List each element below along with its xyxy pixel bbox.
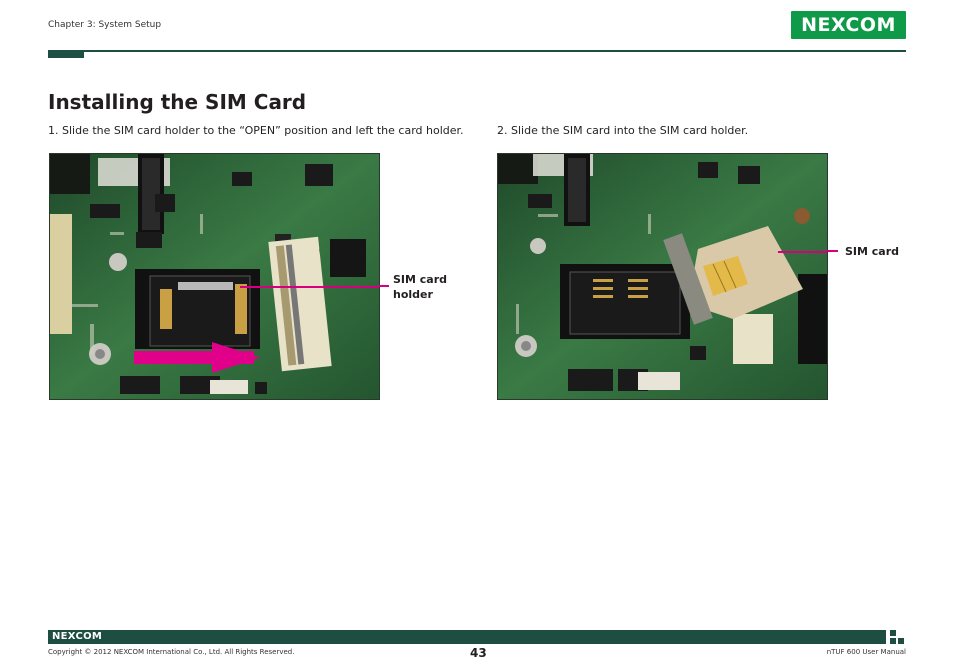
chapter-label: Chapter 3: System Setup xyxy=(48,20,162,30)
photo-1-illustration xyxy=(50,154,379,399)
page-number: 43 xyxy=(470,646,487,660)
footer-nexcom-logo: NEXCOM xyxy=(52,631,103,642)
step-2-text: 2. Slide the SIM card into the SIM card … xyxy=(497,124,749,137)
callout-line-sim xyxy=(826,250,838,252)
callout-holder-line1: SIM card xyxy=(393,273,448,286)
step-1-text: 1. Slide the SIM card holder to the “OPE… xyxy=(48,124,464,137)
arrow-right-icon xyxy=(134,342,260,373)
header-rule-block xyxy=(48,50,84,58)
photo-sim-card-insert xyxy=(497,153,828,400)
callout-sim-card-holder: SIM card holder xyxy=(393,272,447,302)
nexcom-logo-text: NEXCOM xyxy=(801,14,896,36)
footer-bar xyxy=(48,630,886,644)
callout-sim-card: SIM card xyxy=(845,245,900,258)
nexcom-logo: NEXCOM xyxy=(791,11,906,39)
photo-sim-holder-open xyxy=(49,153,380,400)
copyright-text: Copyright © 2012 NEXCOM International Co… xyxy=(48,648,295,656)
page-title: Installing the SIM Card xyxy=(48,90,307,114)
footer-squares-icon xyxy=(890,630,906,644)
header-rule xyxy=(48,50,906,52)
manual-name: nTUF 600 User Manual xyxy=(826,648,906,656)
callout-line-holder xyxy=(378,285,389,287)
photo-2-illustration xyxy=(498,154,827,399)
callout-holder-line2: holder xyxy=(393,288,433,301)
